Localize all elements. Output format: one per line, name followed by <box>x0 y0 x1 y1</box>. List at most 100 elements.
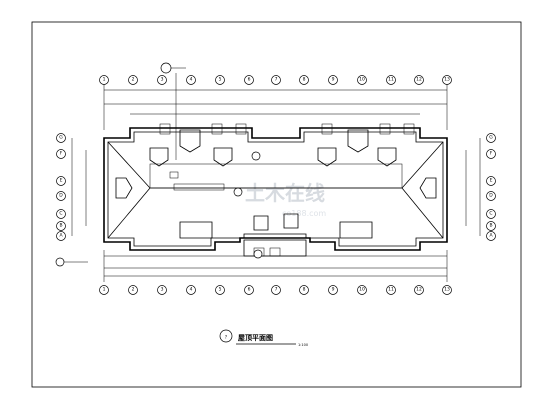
drawing-title-block: ? 屋顶平面图 1:100 <box>219 329 308 347</box>
axis-top-3: 3 <box>161 77 164 83</box>
axis-top-12: 12 <box>416 77 422 83</box>
axis-left-A: A <box>59 233 63 239</box>
drawing-scale: 1:100 <box>298 343 308 347</box>
axis-bottom-3: 3 <box>161 287 164 293</box>
axis-right-F: F <box>490 151 493 157</box>
axis-bottom-11: 11 <box>388 287 394 293</box>
axis-bottom-1-circle <box>99 285 109 295</box>
axis-bottom-9: 9 <box>332 287 335 293</box>
top-dimension-lines <box>103 84 448 130</box>
axis-top-13: 13 <box>444 77 450 83</box>
axis-top-11: 11 <box>388 77 394 83</box>
axis-bottom-8: 8 <box>303 287 306 293</box>
axis-right-F-circle <box>486 149 496 159</box>
axis-top-4: 4 <box>190 77 193 83</box>
axis-left-B: B <box>59 223 62 229</box>
axis-bottom-5-circle <box>215 285 225 295</box>
axis-top-1: 1 <box>103 77 106 83</box>
title-circle-label: ? <box>225 335 228 341</box>
axis-right-E-circle <box>486 176 496 186</box>
axis-top-8: 8 <box>303 77 306 83</box>
axis-top-9: 9 <box>332 77 335 83</box>
axis-bottom-10: 10 <box>359 287 365 293</box>
axis-left-G: G <box>59 135 63 141</box>
axis-bottom-4-circle <box>186 285 196 295</box>
roof-dormers-side <box>115 177 437 199</box>
axis-top-3-circle <box>157 75 167 85</box>
axis-bottom-11-circle <box>386 285 396 295</box>
axis-top-10: 10 <box>359 77 365 83</box>
axis-bottom-6-circle <box>244 285 254 295</box>
axis-top-5: 5 <box>219 77 222 83</box>
roof-features-bottom <box>112 213 440 257</box>
annotation-callouts <box>55 62 263 267</box>
axis-right-D: D <box>489 193 493 199</box>
axis-bottom-7: 7 <box>275 287 278 293</box>
building-outline <box>103 127 448 251</box>
axis-bottom-3-circle <box>157 285 167 295</box>
axis-right-D-circle <box>486 191 496 201</box>
axis-top-1-circle <box>99 75 109 85</box>
axis-bottom-2-circle <box>128 285 138 295</box>
axis-left-D-circle <box>56 191 66 201</box>
axis-top-10-circle <box>357 75 367 85</box>
axis-labels-right: G F E D CBA <box>486 133 496 241</box>
axis-right-A: A <box>489 233 493 239</box>
drawing-title: 屋顶平面图 <box>238 333 273 342</box>
axis-bottom-4: 4 <box>190 287 193 293</box>
axis-left-F-circle <box>56 149 66 159</box>
watermark: 土木在线 co188.com <box>245 181 326 218</box>
axis-left-B-circle <box>56 221 66 231</box>
sheet-border <box>31 21 522 388</box>
axis-left-E-circle <box>56 176 66 186</box>
axis-right-C: C <box>489 211 492 217</box>
watermark-text: 土木在线 <box>245 181 325 205</box>
axis-left-E: E <box>60 178 63 184</box>
axis-top-13-circle <box>442 75 452 85</box>
axis-top-9-circle <box>328 75 338 85</box>
axis-bottom-13: 13 <box>444 287 450 293</box>
axis-right-E: E <box>490 178 493 184</box>
axis-top-2-circle <box>128 75 138 85</box>
axis-right-B: B <box>489 223 492 229</box>
axis-bottom-7-circle <box>271 285 281 295</box>
axis-top-2: 2 <box>132 77 135 83</box>
axis-bottom-6: 6 <box>248 287 251 293</box>
axis-bottom-2: 2 <box>132 287 135 293</box>
axis-bottom-10-circle <box>357 285 367 295</box>
axis-top-4-circle <box>186 75 196 85</box>
axis-left-C: C <box>59 211 62 217</box>
axis-top-7-circle <box>271 75 281 85</box>
bottom-dimension-lines <box>103 250 448 282</box>
side-dimension-lines <box>71 138 481 236</box>
axis-bottom-5: 5 <box>219 287 222 293</box>
roof-dormers-top <box>149 123 415 167</box>
axis-top-6: 6 <box>248 77 251 83</box>
axis-top-11-circle <box>386 75 396 85</box>
axis-bottom-13-circle <box>442 285 452 295</box>
axis-right-C-circle <box>486 209 496 219</box>
axis-right-G-circle <box>486 133 496 143</box>
axis-bottom-9-circle <box>328 285 338 295</box>
axis-top-6-circle <box>244 75 254 85</box>
axis-left-A-circle <box>56 231 66 241</box>
axis-bottom-8-circle <box>299 285 309 295</box>
axis-right-A-circle <box>486 231 496 241</box>
axis-top-7: 7 <box>275 77 278 83</box>
axis-bottom-12: 12 <box>416 287 422 293</box>
axis-top-8-circle <box>299 75 309 85</box>
axis-top-12-circle <box>414 75 424 85</box>
axis-left-G-circle <box>56 133 66 143</box>
axis-left-D: D <box>59 193 63 199</box>
axis-right-G: G <box>489 135 493 141</box>
watermark-url: co188.com <box>282 209 326 218</box>
axis-bottom-1: 1 <box>103 287 106 293</box>
axis-bottom-12-circle <box>414 285 424 295</box>
axis-top-5-circle <box>215 75 225 85</box>
axis-left-C-circle <box>56 209 66 219</box>
